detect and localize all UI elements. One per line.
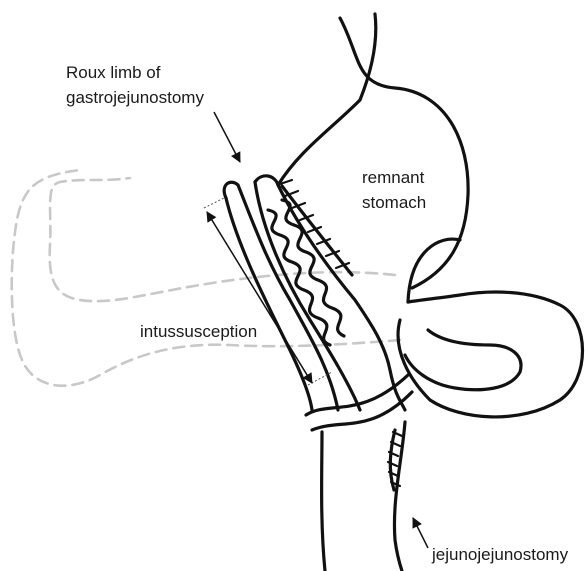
roux-limb-arrow [214, 112, 240, 162]
transection-marks [306, 375, 412, 430]
efferent-loop [398, 239, 582, 417]
jejunojejunostomy-label: jejunojejunostomy [431, 545, 569, 564]
roux-limb [224, 176, 405, 571]
jejunojejunostomy-arrow [413, 518, 428, 548]
remnant-stomach-label-line2: stomach [362, 193, 426, 212]
remnant-stomach [278, 14, 468, 288]
dashed-ghost-limb [12, 170, 400, 386]
intussusception-label: intussusception [140, 322, 257, 341]
remnant-stomach-label-line1: remnant [362, 168, 425, 187]
roux-limb-label-line1: Roux limb of [66, 63, 161, 82]
roux-limb-label-line2: gastrojejunostomy [66, 88, 204, 107]
